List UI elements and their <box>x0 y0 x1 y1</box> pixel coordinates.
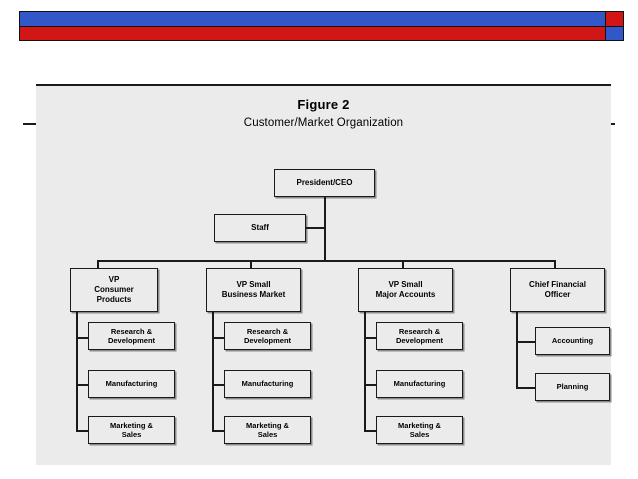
node-vp-small-major-accounts-line1: VP Small <box>388 280 423 289</box>
connector-col3-branch-2 <box>364 384 377 386</box>
connector-col2-branch-2 <box>212 384 225 386</box>
node-vp-consumer-products-line1: VP <box>108 275 120 284</box>
connector-drop-col4 <box>554 260 556 269</box>
node-col2-marketing-sales[interactable]: Marketing & Sales <box>224 416 311 444</box>
figure-subtitle: Customer/Market Organization <box>243 117 404 129</box>
connector-col1-spine <box>76 312 78 431</box>
node-vp-consumer-products-line2: Consumer <box>94 285 134 294</box>
figure-title: Figure 2 <box>297 97 350 112</box>
node-chief-financial-officer-line1: Chief Financial <box>529 280 586 289</box>
node-col3-marketing-sales-line1: Marketing & <box>398 420 441 430</box>
node-col4-accounting-label: Accounting <box>551 336 594 346</box>
node-col1-marketing-sales-line1: Marketing & <box>110 420 153 430</box>
node-col2-manufacturing-label: Manufacturing <box>241 379 294 389</box>
node-col3-manufacturing[interactable]: Manufacturing <box>376 370 463 398</box>
connector-col4-branch-2 <box>516 387 536 389</box>
connector-col1-branch-1 <box>76 337 89 339</box>
connector-ceo-stem <box>324 197 326 260</box>
node-col1-research-development[interactable]: Research & Development <box>88 322 175 350</box>
banner-red-tab <box>605 11 624 27</box>
connector-col1-branch-2 <box>76 384 89 386</box>
connector-staff-link <box>306 227 325 229</box>
node-col4-planning[interactable]: Planning <box>535 373 610 401</box>
node-col3-marketing-sales[interactable]: Marketing & Sales <box>376 416 463 444</box>
node-vp-consumer-products-line3: Products <box>96 295 132 304</box>
connector-col4-branch-1 <box>516 341 536 343</box>
node-vp-small-major-accounts-line2: Major Accounts <box>375 290 436 299</box>
node-col2-marketing-sales-line1: Marketing & <box>246 420 289 430</box>
slide-canvas: Figure 2 Customer/Market Organization Pr… <box>36 84 611 465</box>
connector-col3-spine <box>364 312 366 431</box>
node-col4-planning-label: Planning <box>556 382 589 392</box>
connector-drop-col3 <box>402 260 404 269</box>
connector-drop-col1 <box>97 260 99 269</box>
node-col1-marketing-sales-line2: Sales <box>121 430 142 439</box>
node-col3-research-development[interactable]: Research & Development <box>376 322 463 350</box>
connector-col3-branch-1 <box>364 337 377 339</box>
node-col3-research-development-line2: Development <box>395 336 444 345</box>
connector-col2-branch-3 <box>212 430 225 432</box>
connector-bus <box>97 260 555 262</box>
node-col3-research-development-line1: Research & <box>398 326 441 336</box>
node-col4-accounting[interactable]: Accounting <box>535 327 610 355</box>
node-staff-label: Staff <box>251 223 269 232</box>
node-col1-manufacturing[interactable]: Manufacturing <box>88 370 175 398</box>
banner-blue-tab <box>605 26 624 41</box>
connector-col2-spine <box>212 312 214 431</box>
connector-drop-col2 <box>250 260 252 269</box>
node-col1-research-development-line2: Development <box>107 336 156 345</box>
node-col1-marketing-sales[interactable]: Marketing & Sales <box>88 416 175 444</box>
node-vp-small-business-market-line2: Business Market <box>221 290 286 299</box>
connector-col3-branch-3 <box>364 430 377 432</box>
banner-blue-bar <box>19 11 606 27</box>
node-chief-financial-officer[interactable]: Chief Financial Officer <box>510 268 605 312</box>
node-president-ceo[interactable]: President/CEO <box>274 169 375 197</box>
node-president-ceo-label: President/CEO <box>296 178 353 187</box>
node-chief-financial-officer-line2: Officer <box>544 290 571 299</box>
node-staff[interactable]: Staff <box>214 214 306 242</box>
node-col3-manufacturing-label: Manufacturing <box>393 379 446 389</box>
node-vp-consumer-products[interactable]: VP Consumer Products <box>70 268 158 312</box>
top-banner <box>0 0 638 60</box>
banner-red-bar <box>19 26 606 41</box>
node-col2-research-development-line1: Research & <box>246 326 289 336</box>
connector-col1-branch-3 <box>76 430 89 432</box>
connector-col2-branch-1 <box>212 337 225 339</box>
node-col3-marketing-sales-line2: Sales <box>409 430 430 439</box>
node-vp-small-business-market-line1: VP Small <box>236 280 271 289</box>
node-col2-research-development-line2: Development <box>243 336 292 345</box>
left-edge-tick <box>23 123 36 125</box>
node-col1-manufacturing-label: Manufacturing <box>105 379 158 389</box>
connector-col4-spine <box>516 312 518 388</box>
node-col2-manufacturing[interactable]: Manufacturing <box>224 370 311 398</box>
node-col2-research-development[interactable]: Research & Development <box>224 322 311 350</box>
node-col2-marketing-sales-line2: Sales <box>257 430 278 439</box>
node-vp-small-major-accounts[interactable]: VP Small Major Accounts <box>358 268 453 312</box>
node-col1-research-development-line1: Research & <box>110 326 153 336</box>
node-vp-small-business-market[interactable]: VP Small Business Market <box>206 268 301 312</box>
